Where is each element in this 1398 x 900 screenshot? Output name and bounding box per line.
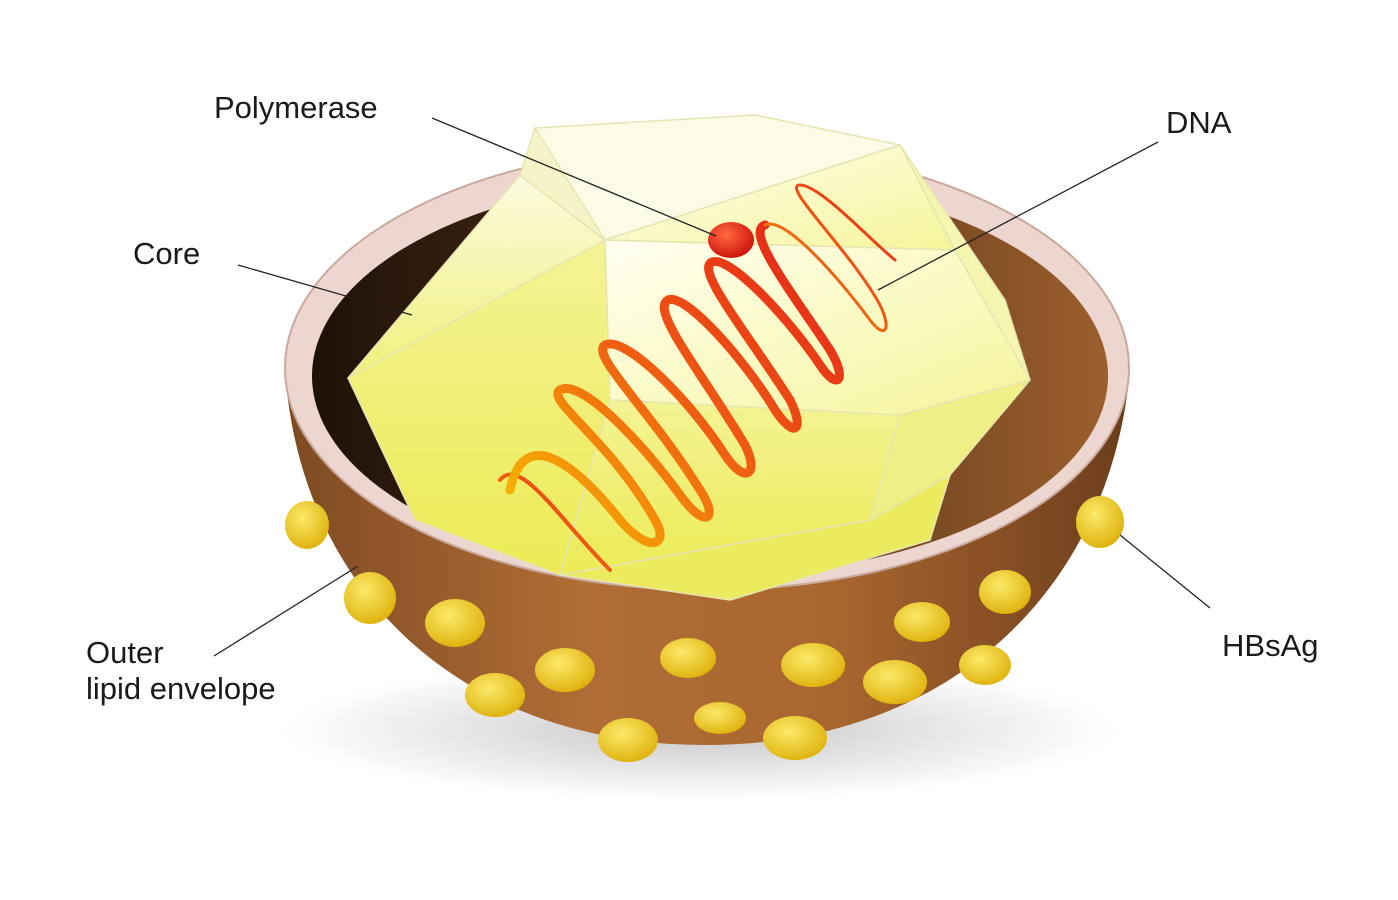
label-polymerase: Polymerase	[214, 90, 378, 126]
label-hbsag: HBsAg	[1222, 628, 1318, 664]
leader-hbsag	[1120, 535, 1210, 608]
label-core: Core	[133, 236, 200, 272]
label-dna: DNA	[1166, 105, 1231, 141]
label-outer-line1: Outer	[86, 635, 276, 671]
label-outer-lipid-envelope: Outer lipid envelope	[86, 635, 276, 707]
polymerase-dot	[708, 222, 754, 258]
label-outer-line2: lipid envelope	[86, 671, 276, 707]
